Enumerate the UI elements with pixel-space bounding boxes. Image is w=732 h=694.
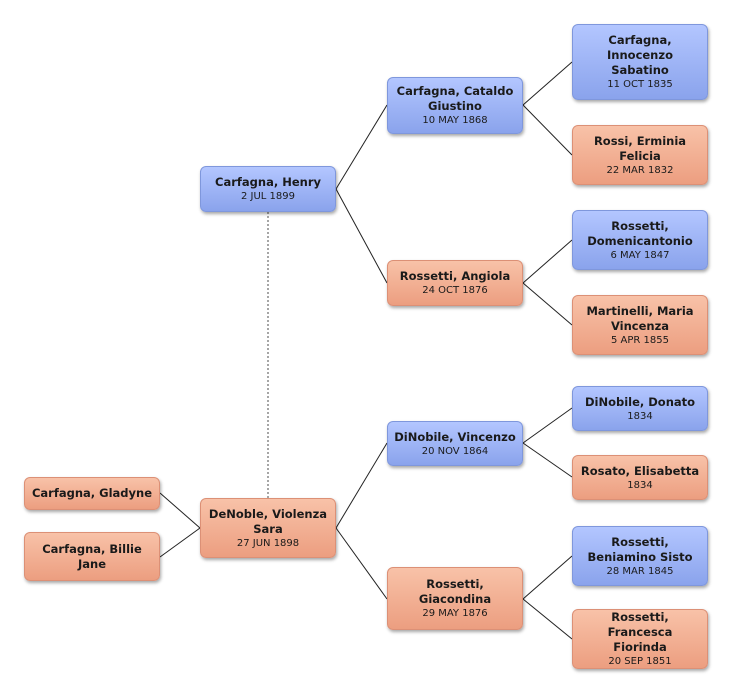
person-date: 27 JUN 1898 <box>236 537 300 549</box>
great-grandparent-node[interactable]: Rossetti, Domenicantonio 6 MAY 1847 <box>572 210 708 270</box>
person-date: 22 MAR 1832 <box>606 164 674 176</box>
person-date: 20 NOV 1864 <box>421 445 489 457</box>
person-date: 1834 <box>627 410 653 422</box>
person-date: 28 MAR 1845 <box>606 565 674 577</box>
person-name: DiNobile, Donato <box>584 394 696 409</box>
person-date: 1834 <box>627 479 653 491</box>
person-name: Carfagna, Gladyne <box>31 486 153 500</box>
great-grandparent-node[interactable]: Martinelli, Maria Vincenza 5 APR 1855 <box>572 295 708 355</box>
person-name: Martinelli, Maria Vincenza <box>586 303 694 333</box>
person-mother-node[interactable]: Rossetti, Giacondina 29 MAY 1876 <box>387 567 523 630</box>
parent-link <box>335 442 388 529</box>
parent-link <box>522 104 573 156</box>
person-name: Carfagna, Billie Jane <box>42 541 142 571</box>
person-name: Rosato, Elisabetta <box>580 463 700 478</box>
person-name: Rossetti, Angiola <box>399 269 511 283</box>
root-person-node[interactable]: DeNoble, Violenza Sara 27 JUN 1898 <box>200 498 336 558</box>
person-name: Rossetti, Giacondina <box>418 577 492 606</box>
person-date: 6 MAY 1847 <box>610 249 670 261</box>
spouse-node[interactable]: Carfagna, Henry 2 JUL 1899 <box>200 166 336 212</box>
parent-link <box>522 61 573 106</box>
person-date: 11 OCT 1835 <box>607 79 673 90</box>
parent-link <box>522 239 573 284</box>
child-node-gladyne[interactable]: Carfagna, Gladyne <box>24 477 160 510</box>
parent-link <box>522 282 573 326</box>
spouse-mother-node[interactable]: Rossetti, Angiola 24 OCT 1876 <box>387 260 523 306</box>
person-name: DeNoble, Violenza Sara <box>208 506 328 536</box>
parent-link <box>335 527 388 600</box>
great-grandparent-node[interactable]: Rossetti, Francesca Fiorinda 20 SEP 1851 <box>572 609 708 669</box>
person-name: Rossi, Erminia Felicia <box>593 133 687 163</box>
great-grandparent-node[interactable]: Carfagna, Innocenzo Sabatino 11 OCT 1835 <box>572 24 708 100</box>
parent-link <box>335 104 388 190</box>
person-date: 5 APR 1855 <box>611 334 669 346</box>
great-grandparent-node[interactable]: DiNobile, Donato 1834 <box>572 386 708 431</box>
person-father-node[interactable]: DiNobile, Vincenzo 20 NOV 1864 <box>387 421 523 466</box>
child-link <box>159 492 201 529</box>
person-name: Rossetti, Domenicantonio <box>587 218 693 248</box>
person-name: Carfagna, Innocenzo Sabatino <box>607 33 673 77</box>
parent-link <box>335 188 388 284</box>
great-grandparent-node[interactable]: Rosato, Elisabetta 1834 <box>572 455 708 500</box>
great-grandparent-node[interactable]: Rossetti, Beniamino Sisto 28 MAR 1845 <box>572 526 708 586</box>
person-name: Carfagna, Cataldo Giustino <box>396 84 514 113</box>
parent-link <box>522 442 573 478</box>
person-date: 2 JUL 1899 <box>240 191 295 202</box>
person-date: 29 MAY 1876 <box>422 608 488 619</box>
person-date: 20 SEP 1851 <box>608 656 672 667</box>
person-name: Carfagna, Henry <box>215 175 321 189</box>
child-node-billie-jane[interactable]: Carfagna, Billie Jane <box>24 532 160 581</box>
person-date: 24 OCT 1876 <box>422 285 488 296</box>
spouse-father-node[interactable]: Carfagna, Cataldo Giustino 10 MAY 1868 <box>387 77 523 134</box>
parent-link <box>522 555 573 600</box>
person-name: DiNobile, Vincenzo <box>394 429 516 444</box>
child-link <box>159 527 201 558</box>
person-name: Rossetti, Beniamino Sisto <box>587 534 693 564</box>
parent-link <box>522 598 573 640</box>
parent-link <box>522 407 573 444</box>
great-grandparent-node[interactable]: Rossi, Erminia Felicia 22 MAR 1832 <box>572 125 708 185</box>
person-name: Rossetti, Francesca Fiorinda <box>607 610 673 654</box>
person-date: 10 MAY 1868 <box>422 115 488 126</box>
